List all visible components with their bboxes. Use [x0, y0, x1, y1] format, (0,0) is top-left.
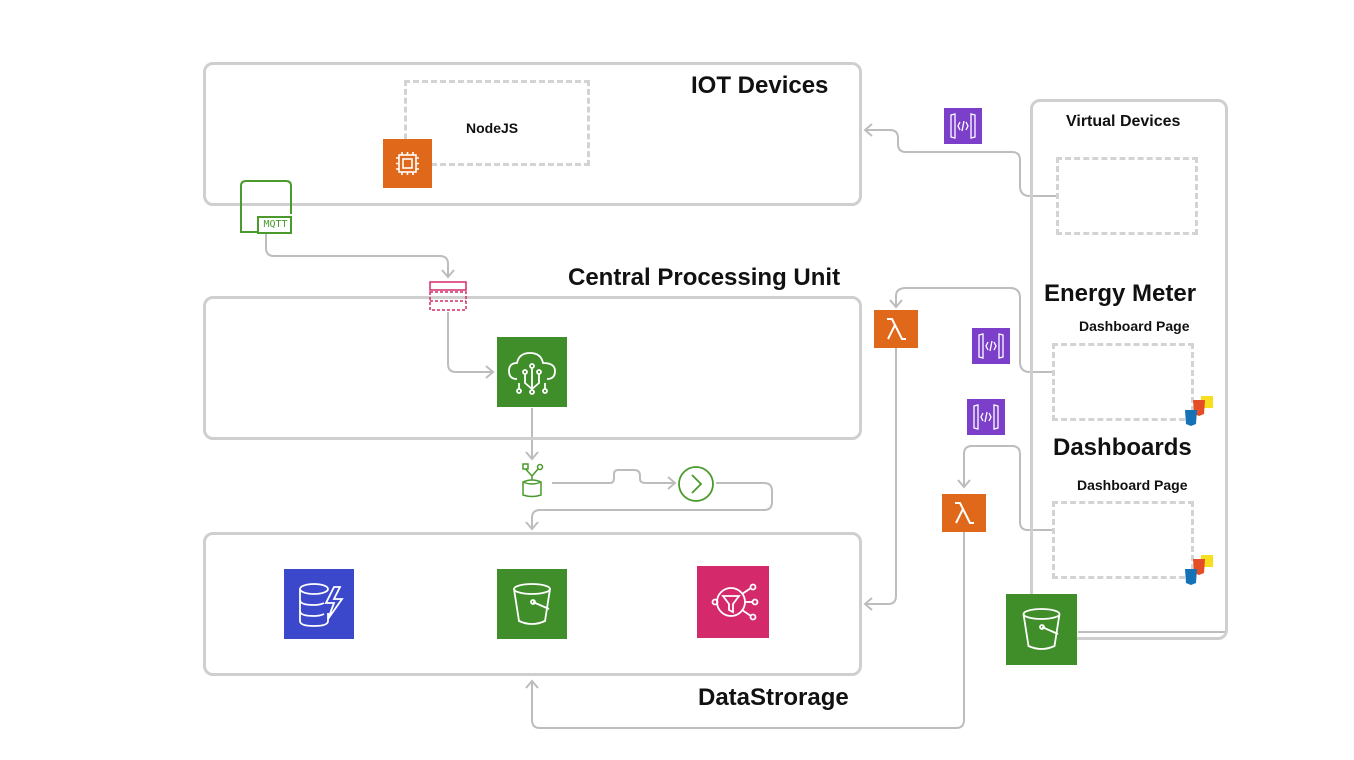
data-storage-title: DataStrorage	[698, 684, 849, 711]
central-processing-unit-title: Central Processing Unit	[568, 264, 841, 291]
data-storage-container	[203, 532, 862, 676]
web-tech-icon	[1183, 553, 1215, 587]
energy-meter-title: Energy Meter	[1044, 280, 1197, 307]
iot-core-icon[interactable]	[497, 337, 567, 407]
dashboards-title: Dashboards	[1053, 434, 1192, 461]
s3-bucket-icon[interactable]	[1006, 594, 1077, 665]
s3-bucket-icon[interactable]	[497, 569, 567, 639]
step-function-icon[interactable]	[677, 465, 715, 503]
lambda-function-icon[interactable]	[874, 310, 918, 348]
energy-meter-subtitle: Dashboard Page	[1079, 318, 1190, 334]
web-tech-icon	[1183, 394, 1215, 428]
dashboards-subtitle: Dashboard Page	[1077, 477, 1188, 493]
iot-devices-title: IOT Devices	[691, 72, 829, 99]
api-gateway-icon[interactable]	[967, 399, 1005, 435]
lambda-function-icon[interactable]	[942, 494, 986, 532]
ec2-instance-icon[interactable]	[383, 139, 432, 188]
virtual-devices-container	[1030, 99, 1228, 640]
central-processing-container	[203, 296, 862, 440]
virtual-devices-title: Virtual Devices	[1066, 113, 1181, 130]
mqtt-label: MQTT	[263, 219, 288, 230]
nodejs-label: NodeJS	[466, 120, 519, 136]
energy-meter-dashboard-page	[1052, 343, 1194, 421]
iot-devices-container	[203, 62, 862, 206]
api-gateway-icon[interactable]	[944, 108, 982, 144]
virtual-device-slot	[1056, 157, 1198, 235]
nodejs-container	[404, 80, 590, 166]
iot-rule-icon[interactable]	[519, 462, 545, 498]
data-analytics-icon[interactable]	[697, 566, 769, 638]
mqtt-broker-icon[interactable]: MQTT	[240, 180, 292, 234]
dashboards-dashboard-page	[1052, 501, 1194, 579]
iot-topic-icon[interactable]	[428, 280, 468, 312]
api-gateway-icon[interactable]	[972, 328, 1010, 364]
dynamodb-icon[interactable]	[284, 569, 354, 639]
